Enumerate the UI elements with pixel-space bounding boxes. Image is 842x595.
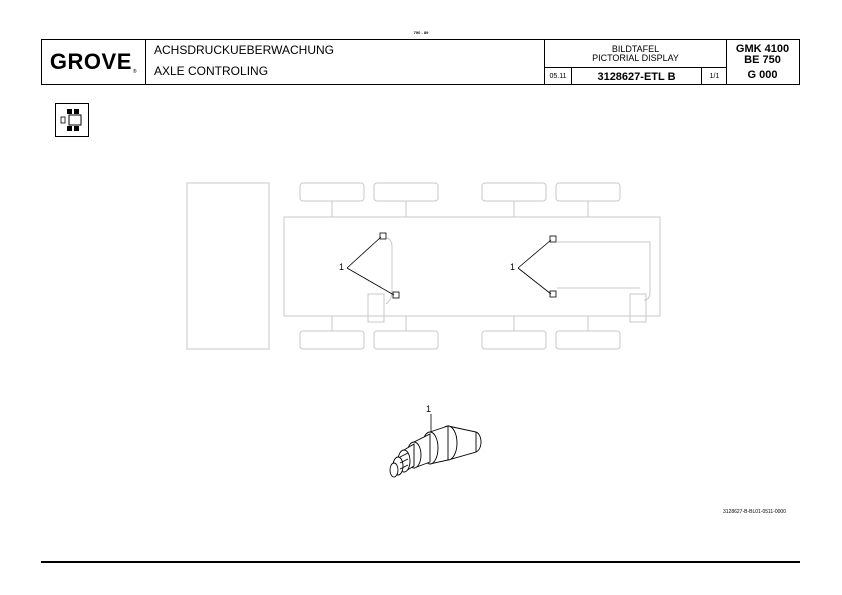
info-cell: BILDTAFEL PICTORIAL DISPLAY 05.11 312862… — [545, 40, 727, 85]
document-number: 3128627-ETL B — [572, 68, 702, 85]
title-english: AXLE CONTROLING — [154, 64, 269, 78]
title-german: ACHSDRUCKUEBERWACHUNG — [154, 43, 335, 57]
model-cell: GMK 4100 BE 750 G 000 — [727, 40, 798, 84]
sheet-number: 1/1 — [709, 73, 720, 80]
callout-sensor-left: 1 — [339, 262, 345, 272]
pictorial-label: BILDTAFEL PICTORIAL DISPLAY — [545, 40, 726, 68]
page-number: 790 - 89 — [413, 30, 429, 35]
logo-cell: GROVE® — [42, 40, 146, 84]
pressure-sensor-illustration — [389, 425, 482, 478]
model-line-3: G 000 — [747, 69, 778, 81]
callout-sensor-right: 1 — [510, 262, 516, 272]
date: 05.11 — [545, 68, 572, 85]
model-line-2: BE 750 — [744, 54, 781, 66]
callout-detail: 1 — [426, 404, 432, 414]
drawing-reference: 3128627-B-BL01-0511-0000 — [722, 509, 786, 515]
bottom-rule — [41, 561, 800, 563]
chassis-symbol-icon — [55, 103, 89, 137]
grove-logo: GROVE® — [49, 49, 138, 75]
title-block: GROVE® ACHSDRUCKUEBERWACHUNG AXLE CONTRO… — [41, 39, 800, 85]
title-cell: ACHSDRUCKUEBERWACHUNG AXLE CONTROLING — [146, 40, 545, 84]
model-line-1: GMK 4100 — [735, 43, 790, 55]
